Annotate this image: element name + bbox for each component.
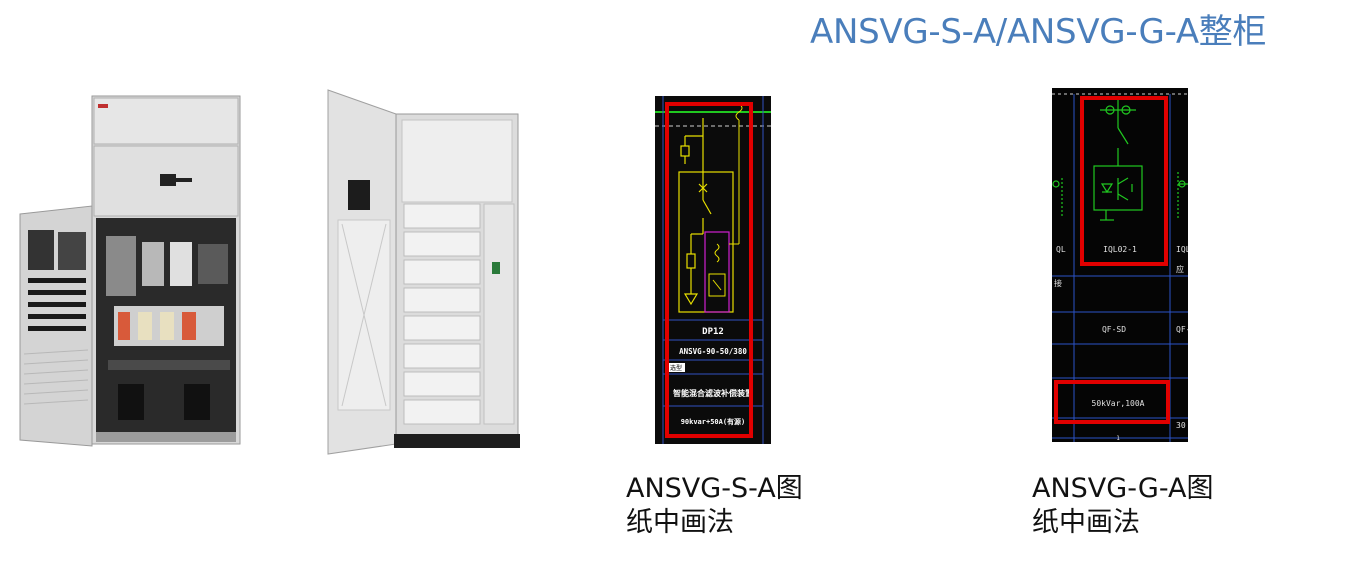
col-left-label: QL [1056,245,1066,254]
module-stack [403,203,481,425]
highlight-box-rating [1054,380,1170,424]
qty-right-label: 30 [1176,421,1186,430]
cad-drawing-s: DP12 ANSVG-90-50/380 选型 智能混合滤波补偿装置 90kva… [655,84,771,444]
rating-label: 50kVar,100A [1092,399,1145,408]
cad-drawing-g: QL IQL02-1 IQL 应 接 QF-SD QF- 50kVar,100A… [1052,88,1188,442]
col-center-label: IQL02-1 [1103,245,1137,254]
caption-right-line-1: ANSVG-G-A图 [1032,473,1214,504]
slide-title: ANSVG-S-A/ANSVG-G-A整柜 [810,12,1267,52]
highlight-box-top [1080,96,1168,266]
highlight-box [665,102,753,438]
row-num-label: 1 [1116,435,1120,442]
cabinet-photo-open-door [298,84,528,458]
caption-right: ANSVG-G-A图 纸中画法 [1032,472,1213,540]
breaker-right-label: QF- [1176,325,1188,334]
caption-left-line-1: ANSVG-S-A图 [626,473,803,504]
rating-label: 90kvar+50A(有源) [681,417,746,426]
cabinet-photo-open-interior [14,74,250,458]
tag-label: 选型 [670,364,682,372]
col-right-label: IQL [1176,245,1188,254]
caption-left-line-2: 纸中画法 [626,507,734,538]
model-label: ANSVG-90-50/380 [679,347,747,356]
col-right-sub-label: 应 [1176,264,1184,274]
device-code-label: DP12 [702,327,724,337]
device-name-label: 智能混合滤波补偿装置 [673,388,753,398]
side-note-label: 接 [1054,278,1062,288]
caption-right-line-2: 纸中画法 [1032,507,1140,538]
breaker-center-label: QF-SD [1102,325,1126,334]
caption-left: ANSVG-S-A图 纸中画法 [626,472,803,540]
